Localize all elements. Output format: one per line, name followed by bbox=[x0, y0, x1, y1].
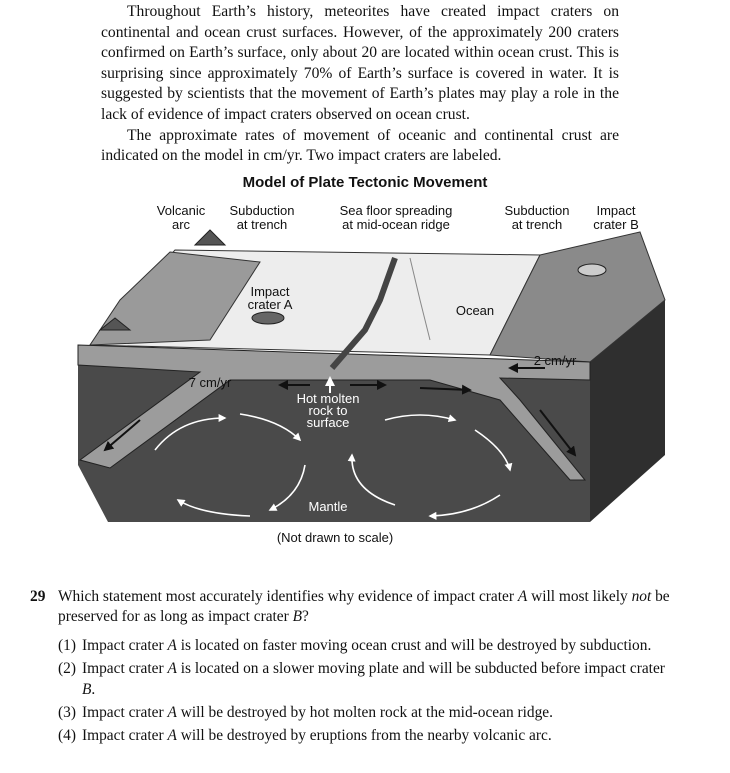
right-continent-top bbox=[489, 231, 666, 363]
label-hot-3: surface bbox=[307, 415, 350, 430]
figure-note: (Not drawn to scale) bbox=[276, 530, 394, 545]
label-crater-a-2: crater A bbox=[248, 297, 293, 312]
choice-4[interactable]: (4)Impact crater A will be destroyed by … bbox=[58, 727, 552, 745]
question-stem: Which statement most accurately identifi… bbox=[58, 588, 670, 626]
passage-paragraph-1: Throughout Earth’s history, meteorites h… bbox=[101, 3, 619, 123]
mid-ocean-ridge bbox=[329, 256, 398, 370]
label-ridge-2: at mid-ocean ridge bbox=[342, 217, 450, 232]
question-29: 29 Which statement most accurately ident… bbox=[30, 587, 670, 750]
impact-crater-b bbox=[577, 263, 607, 277]
label-subduction-right-1: Subduction bbox=[504, 203, 569, 218]
label-volcanic-arc-1: Volcanic bbox=[157, 203, 206, 218]
label-crater-a-1: Impact bbox=[250, 284, 289, 299]
oceanic-crust-slab bbox=[77, 344, 591, 481]
impact-crater-a bbox=[251, 311, 285, 325]
plate-tectonic-diagram: Volcanic arc Subduction at trench Sea fl… bbox=[77, 203, 666, 522]
label-subduction-left-1: Subduction bbox=[229, 203, 294, 218]
choice-1[interactable]: (1)Impact crater A is located on faster … bbox=[58, 636, 652, 654]
label-rate-right: 2 cm/yr bbox=[534, 353, 577, 368]
label-rate-left: 7 cm/yr bbox=[189, 375, 232, 390]
figure-title: Model of Plate Tectonic Movement bbox=[242, 174, 488, 191]
label-crater-b-1: Impact bbox=[596, 203, 635, 218]
label-subduction-left-2: at trench bbox=[237, 217, 288, 232]
label-hot-1: Hot molten bbox=[297, 391, 360, 406]
volcanic-arc bbox=[98, 229, 227, 331]
label-ridge-1: Sea floor spreading bbox=[340, 203, 453, 218]
label-hot-2: rock to bbox=[308, 403, 347, 418]
block-right-side bbox=[590, 300, 665, 522]
passage-paragraph-2: The approximate rates of movement of oce… bbox=[101, 126, 619, 165]
answer-choices: (1)Impact crater A is located on faster … bbox=[58, 636, 670, 747]
left-continent-top bbox=[89, 251, 261, 346]
label-volcanic-arc-2: arc bbox=[172, 217, 191, 232]
label-subduction-right-2: at trench bbox=[512, 217, 563, 232]
label-crater-b-2: crater B bbox=[593, 217, 639, 232]
question-number: 29 bbox=[30, 588, 46, 605]
label-ocean: Ocean bbox=[456, 303, 494, 318]
reading-passage: Throughout Earth’s history, meteorites h… bbox=[101, 2, 619, 167]
choice-3[interactable]: (3)Impact crater A will be destroyed by … bbox=[58, 704, 553, 722]
label-mantle: Mantle bbox=[308, 499, 347, 514]
convection-arrows bbox=[154, 413, 513, 520]
choice-2[interactable]: (2)Impact crater A is located on a slowe… bbox=[58, 660, 665, 698]
